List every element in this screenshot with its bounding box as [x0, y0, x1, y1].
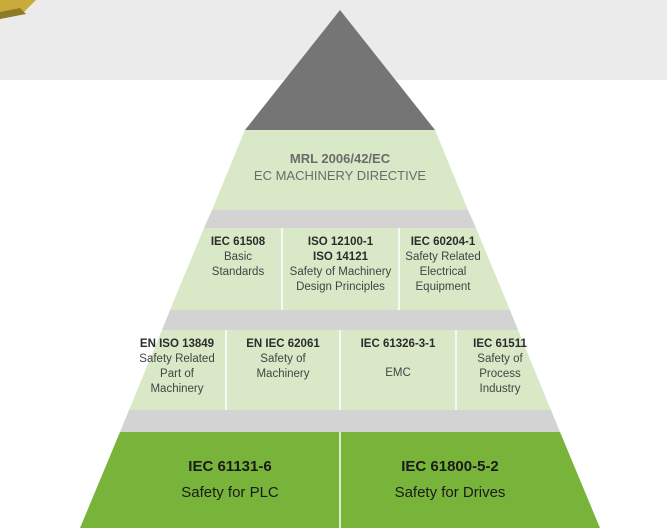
standard-description: Safety of Machinery Design Principles	[289, 265, 392, 293]
standard-code: IEC 61800-5-2	[401, 458, 499, 475]
standard-cell: EN ISO 13849 Safety Related Part of Mach…	[130, 337, 224, 397]
standard-code: IEC 60204-1	[410, 236, 476, 248]
standard-code: IEC 61511	[473, 338, 527, 350]
standard-description: Safety of Process Industry	[477, 352, 523, 395]
standard-description: Safety Related Part of Machinery	[139, 352, 215, 395]
standard-description: Safety of Machinery	[256, 352, 310, 380]
directive-code: MRL 2006/42/EC	[289, 151, 391, 166]
standard-code: ISO 14121	[313, 250, 368, 263]
base-cell: IEC 61131-6 Safety for PLC	[130, 457, 330, 502]
standard-description: Safety for PLC	[181, 483, 279, 501]
standard-description: Safety Related Electrical Equipment	[405, 250, 481, 293]
tier-2	[170, 228, 510, 310]
standard-code: IEC 61326-3-1	[360, 338, 436, 350]
standard-code: EN ISO 13849	[139, 338, 215, 350]
directive-description: EC MACHINERY DIRECTIVE	[253, 167, 427, 183]
spacer-band-3	[120, 410, 560, 432]
standard-cell: ISO 12100-1 ISO 14121 Safety of Machiner…	[282, 235, 399, 295]
photo-fragment-shade	[0, 8, 26, 19]
standard-cell: EN IEC 62061 Safety of Machinery	[226, 337, 340, 382]
standard-cell: IEC 61508 Basic Standards	[198, 235, 278, 280]
spacer-band-1	[204, 210, 476, 228]
base-cell: IEC 61800-5-2 Safety for Drives	[350, 457, 550, 502]
standard-code: IEC 61131-6	[188, 458, 272, 475]
pyramid-apex	[245, 10, 435, 130]
standard-cell: IEC 60204-1 Safety Related Electrical Eq…	[399, 235, 487, 295]
standard-description: Safety for Drives	[394, 483, 506, 501]
standard-code: ISO 12100-1	[307, 236, 374, 248]
standard-cell: IEC 61511 Safety of Process Industry	[456, 337, 544, 397]
spacer-band-2	[162, 310, 518, 330]
standard-cell: IEC 61326-3-1 EMC	[340, 337, 456, 381]
standard-code: IEC 61508	[210, 236, 266, 248]
standard-code: EN IEC 62061	[246, 338, 320, 350]
standard-description: Basic Standards	[211, 250, 265, 278]
tier-top	[212, 130, 468, 210]
standard-description: EMC	[385, 366, 411, 379]
tier-top-label: MRL 2006/42/EC EC MACHINERY DIRECTIVE	[230, 151, 450, 185]
